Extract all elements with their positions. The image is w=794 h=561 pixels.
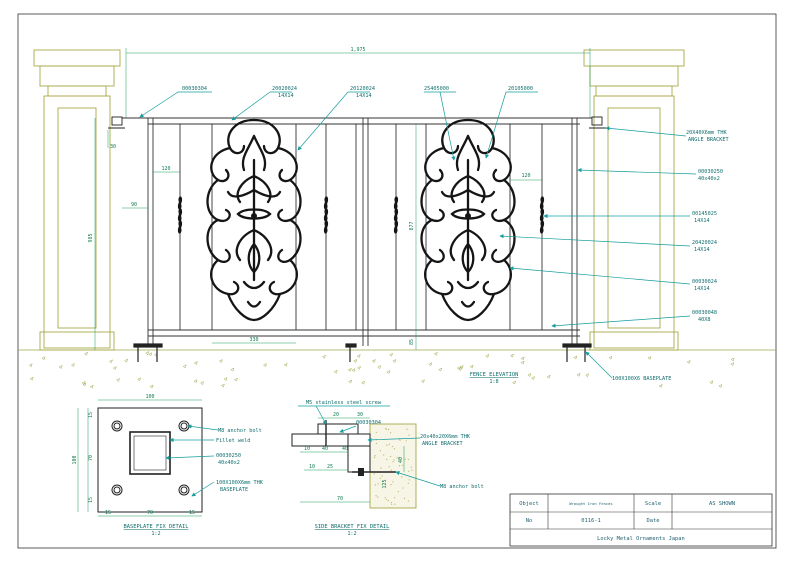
svg-text:15: 15 xyxy=(88,412,94,418)
label-anchor-bolt: M8 anchor bolt xyxy=(218,428,262,434)
svg-text:40: 40 xyxy=(342,446,348,452)
label-scroll-left-code: 25405000 xyxy=(424,86,449,92)
right-pillar xyxy=(583,49,685,351)
svg-text:877: 877 xyxy=(409,221,415,230)
label-panel-left-code: 20020024 xyxy=(272,86,297,92)
elevation-title: FENCE ELEVATION xyxy=(470,372,519,378)
svg-text:70: 70 xyxy=(147,510,153,516)
svg-text:15: 15 xyxy=(105,510,111,516)
right-leaders: 20X40X6mm THK ANGLE BRACKET 00030250 40x… xyxy=(499,126,729,382)
svg-text:70: 70 xyxy=(337,496,343,502)
tb-object-label: Object xyxy=(519,501,538,507)
label-panel-center-size: 14X14 xyxy=(356,93,372,99)
overall-width-dim: 1,975 xyxy=(350,47,365,53)
tb-object-value: Wrought Iron Fences xyxy=(569,501,612,506)
pickets xyxy=(147,118,578,346)
label-baseplate: 100X100X6 BASEPLATE xyxy=(612,376,671,382)
svg-text:100: 100 xyxy=(145,394,154,400)
svg-text:40: 40 xyxy=(322,446,328,452)
label-post-size: 40x40x2 xyxy=(698,176,720,182)
fence-elevation: 1,975 xyxy=(18,47,776,389)
svg-text:85: 85 xyxy=(409,339,415,345)
svg-text:120: 120 xyxy=(521,173,530,179)
label-bracket-bottom: ANGLE BRACKET xyxy=(688,137,729,143)
label-sb-rail-code: 00030304 xyxy=(356,420,381,426)
tb-scale-value: AS SHOWN xyxy=(709,501,735,507)
label-picket-code: 00030024 xyxy=(692,279,717,285)
side-bracket-title: SIDE BRACKET FIX DETAIL xyxy=(315,524,390,530)
label-bottom-rail-code: 00030048 xyxy=(692,310,717,316)
scroll-panel-right xyxy=(420,118,516,322)
label-sb-bracket-bottom: ANGLE BRACKET xyxy=(422,441,463,447)
label-twist-size: 14X14 xyxy=(694,218,710,224)
label-bp-plate-top: 100X100X6mm THK xyxy=(216,480,264,486)
svg-text:120: 120 xyxy=(161,166,170,172)
label-screw: M5 stainless steel screw xyxy=(306,400,382,406)
label-top-rail-code: 00030304 xyxy=(182,86,207,92)
tb-scale-label: Scale xyxy=(645,501,661,507)
svg-text:15: 15 xyxy=(189,510,195,516)
svg-text:90: 90 xyxy=(131,202,137,208)
tb-company: Locky Metal Ornaments Japan xyxy=(597,536,685,542)
label-fillet-weld: Fillet weld xyxy=(216,438,250,444)
twisted-bar-1 xyxy=(177,195,183,235)
svg-text:25: 25 xyxy=(327,464,333,470)
top-leaders: 00030304 20020024 14X14 20120024 14X14 2… xyxy=(139,86,538,161)
svg-text:10: 10 xyxy=(304,446,310,452)
tb-date-label: Date xyxy=(647,518,660,524)
title-block: Object Wrought Iron Fences Scale AS SHOW… xyxy=(509,493,773,547)
label-bracket-top: 20X40X6mm THK xyxy=(686,130,727,136)
svg-text:30: 30 xyxy=(357,412,363,418)
baseplate-detail-title: BASEPLATE FIX DETAIL xyxy=(124,524,189,530)
label-sb-anchor: M8 anchor bolt xyxy=(440,484,484,490)
label-post-code: 00030250 xyxy=(698,169,723,175)
tb-no-label: No xyxy=(526,518,533,524)
elevation-scale: 1:8 xyxy=(489,379,498,385)
label-twist-code: 00145025 xyxy=(692,211,717,217)
scroll-panel-left xyxy=(206,118,302,322)
elevation-dims: 30 120 120 90 985 877 330 85 xyxy=(88,118,542,350)
baseplate-fix-detail: 100 100 15 70 15 15 70 15 M8 anchor bolt… xyxy=(72,394,264,537)
sheet-border xyxy=(17,13,777,549)
svg-text:20: 20 xyxy=(333,412,339,418)
svg-text:100: 100 xyxy=(72,455,78,464)
svg-text:40: 40 xyxy=(398,457,404,463)
label-oval-size: 14X14 xyxy=(694,247,710,253)
twisted-bar-4 xyxy=(539,195,545,235)
label-panel-left-size: 14X14 xyxy=(278,93,294,99)
label-oval-code: 20420024 xyxy=(692,240,717,246)
svg-text:15: 15 xyxy=(88,497,94,503)
svg-text:30: 30 xyxy=(110,144,116,150)
label-panel-center-code: 20120024 xyxy=(350,86,375,92)
label-picket-size: 14X14 xyxy=(694,286,710,292)
anchor-feet xyxy=(133,343,592,362)
baseplate-detail-scale: 1:2 xyxy=(151,531,160,537)
label-bp-plate-bottom: BASEPLATE xyxy=(220,487,248,493)
left-pillar xyxy=(33,49,121,351)
side-bracket-scale: 1:2 xyxy=(347,531,356,537)
svg-text:330: 330 xyxy=(249,337,258,343)
svg-text:10: 10 xyxy=(309,464,315,470)
side-bracket-fix-detail: 20 30 10 40 40 10 25 70 40 125 M5 stainl… xyxy=(291,400,484,537)
svg-text:985: 985 xyxy=(88,233,94,242)
ground-strip xyxy=(18,349,776,389)
label-bp-post-size: 40x40x2 xyxy=(218,460,240,466)
label-bp-post-code: 00030250 xyxy=(216,453,241,459)
svg-text:125: 125 xyxy=(382,479,388,488)
svg-text:70: 70 xyxy=(88,455,94,461)
twisted-bar-2 xyxy=(323,195,329,235)
tb-no-value: 0116-1 xyxy=(581,518,600,524)
label-sb-bracket-top: 20x40x20X6mm THK xyxy=(420,434,471,440)
label-scroll-right-code: 20105000 xyxy=(508,86,533,92)
twisted-bar-3 xyxy=(393,195,399,235)
label-bottom-rail-size: 40X8 xyxy=(698,317,711,323)
